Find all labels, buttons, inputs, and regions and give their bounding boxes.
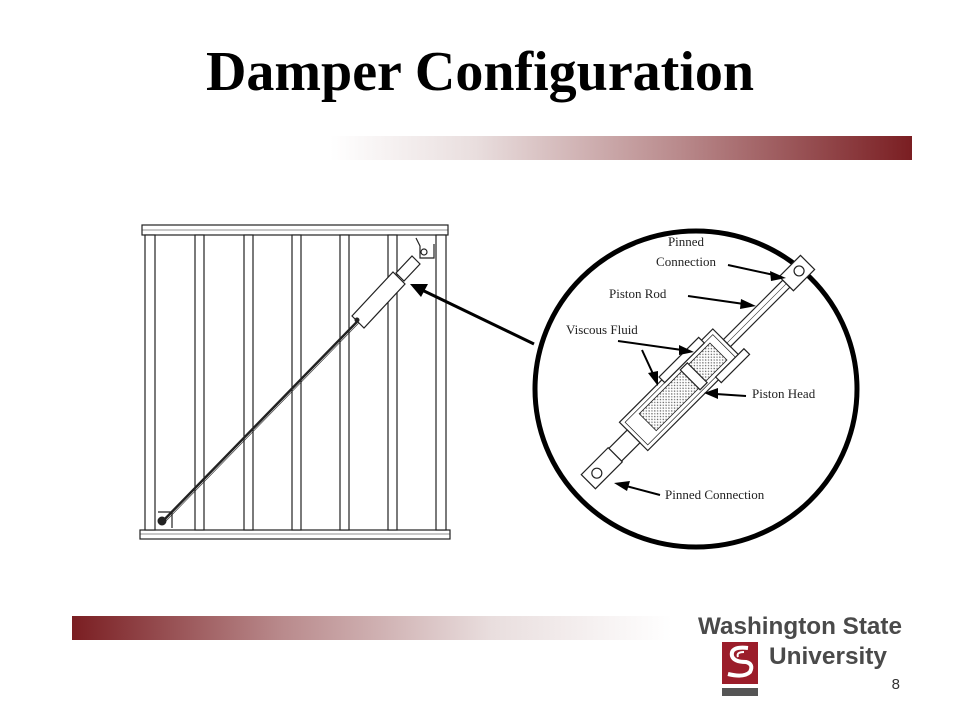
label-viscous-fluid: Viscous Fluid [566,322,638,337]
stud-2 [194,234,205,531]
bottom-gradient-bar [72,616,672,640]
end-clevis-left [580,446,624,490]
logo-line-2: University [769,643,888,670]
label-piston-head: Piston Head [752,386,816,401]
stud-3 [243,234,254,531]
logo-line-1: Washington State [698,613,902,640]
bottom-plate [139,529,451,540]
label-pinned-connection-top-line1: Pinned [668,234,705,249]
piston-head-shape [679,362,708,391]
page-number: 8 [891,676,900,693]
wsu-logo: Washington State University [696,612,904,698]
label-pinned-connection-top-line2: Connection [656,254,716,269]
wall-frame [139,224,451,540]
stud-7 [435,234,447,531]
top-bracket [415,237,435,259]
label-piston-rod: Piston Rod [609,286,667,301]
wsu-shield-icon [722,642,758,696]
leader-arrows [614,264,786,496]
stud-1 [144,234,156,531]
slide-title: Damper Configuration [205,41,755,103]
label-pinned-connection-bottom: Pinned Connection [665,487,765,502]
damper-detail [580,254,816,490]
callout-arrow [410,284,535,346]
top-gradient-bar [330,136,912,160]
stud-5 [339,234,350,531]
wall-damper [157,248,428,526]
viscous-fluid-fill [638,342,728,432]
stud-6 [387,234,398,531]
